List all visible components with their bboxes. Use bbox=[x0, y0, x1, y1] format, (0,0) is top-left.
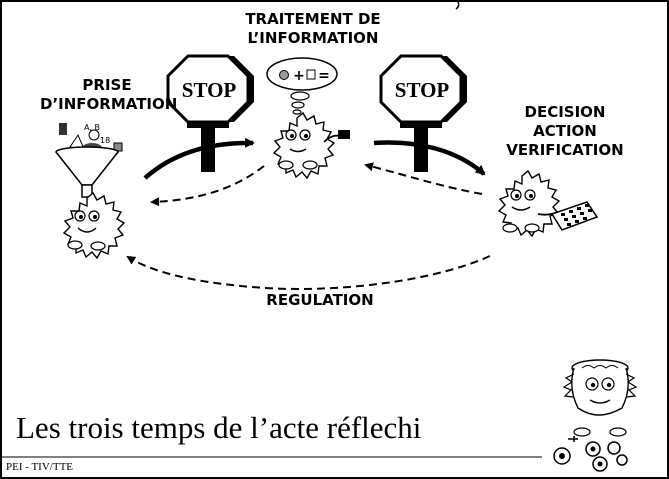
creature-acting bbox=[497, 169, 561, 238]
forward-arrow-1 bbox=[143, 137, 255, 180]
label-decision: DECISION ACTION VERIFICATION bbox=[498, 103, 632, 160]
keypad-icon bbox=[550, 201, 599, 231]
stop-label-right: STOP bbox=[395, 78, 450, 102]
label-processing: TRAITEMENT DE L’INFORMATION bbox=[228, 10, 398, 48]
creature-thinking bbox=[272, 111, 350, 180]
label-decision-line1: DECISION bbox=[524, 103, 606, 121]
label-processing-line1: TRAITEMENT DE bbox=[245, 10, 381, 28]
label-decision-line3: VERIFICATION bbox=[506, 141, 624, 159]
stop-label-left: STOP bbox=[182, 78, 237, 102]
thought-bubble: + = bbox=[266, 57, 338, 115]
label-perception-line2: D’INFORMATION bbox=[40, 95, 178, 113]
letters-label: A, B bbox=[84, 123, 100, 132]
label-decision-line2: ACTION bbox=[533, 122, 597, 140]
number-label: 18 bbox=[100, 136, 110, 145]
slide-title: Les trois temps de l’acte réflechi bbox=[16, 410, 422, 445]
feedback-arrow-1 bbox=[150, 165, 265, 207]
label-perception: PRISE D’INFORMATION bbox=[40, 76, 178, 114]
label-regulation: REGULATION bbox=[266, 291, 374, 309]
stop-sign-right: STOP bbox=[379, 54, 467, 172]
creature-corner bbox=[562, 359, 638, 437]
feedback-arrow-2 bbox=[364, 162, 483, 195]
stray-mark bbox=[455, 2, 460, 10]
forward-arrow-2 bbox=[373, 140, 486, 176]
plus-sign: + bbox=[293, 68, 305, 84]
label-processing-line2: L’INFORMATION bbox=[247, 29, 379, 47]
equals-sign: = bbox=[318, 68, 330, 84]
stop-sign-left: STOP bbox=[166, 54, 254, 172]
creature-perceiving bbox=[62, 191, 126, 260]
footer-label: PEI - TIV/TTE bbox=[6, 461, 74, 473]
regulation-arrow bbox=[126, 255, 491, 290]
label-perception-line1: PRISE bbox=[82, 76, 132, 94]
funnel bbox=[55, 146, 119, 198]
gears-icon bbox=[553, 436, 628, 472]
